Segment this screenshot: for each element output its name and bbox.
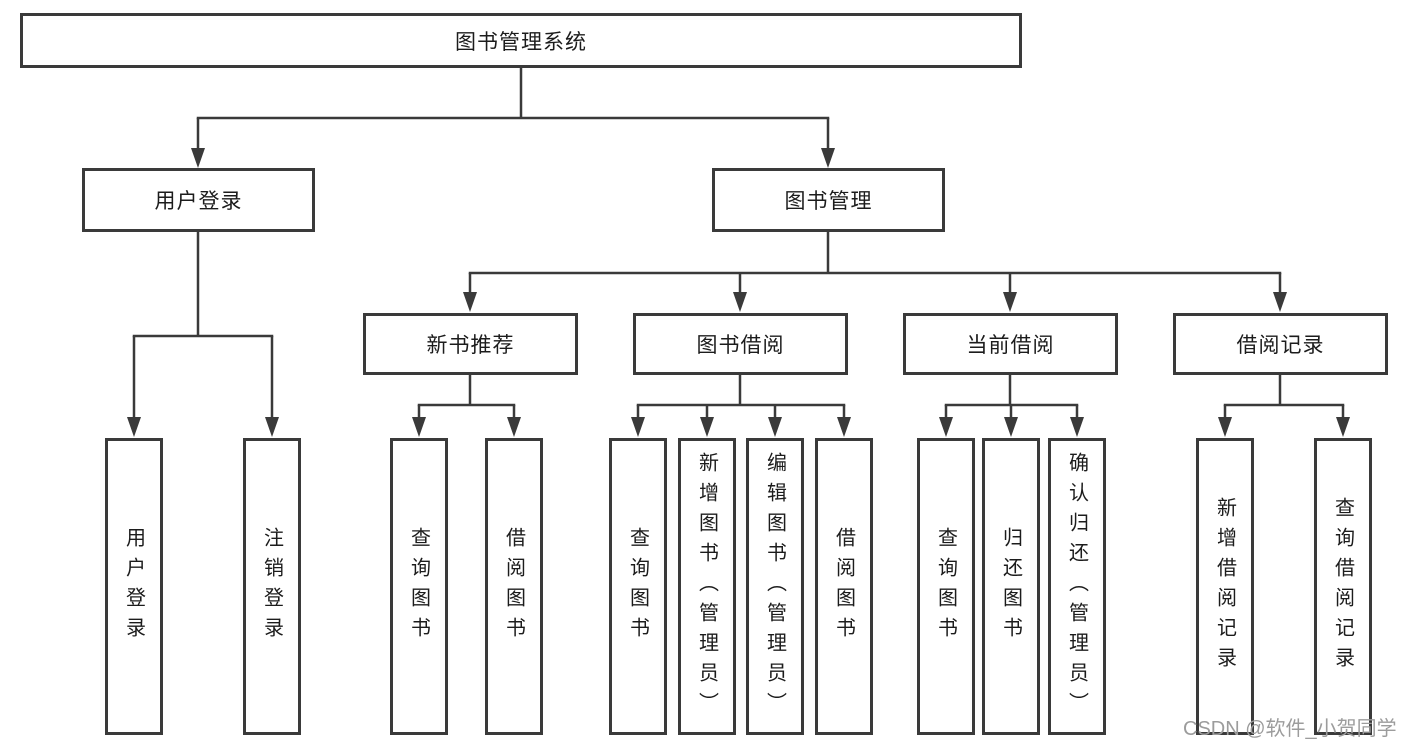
leaf-label: 查询图书	[934, 526, 957, 647]
node-label: 图书管理系统	[455, 30, 587, 54]
watermark: CSDN @软件_小贺同学	[1183, 718, 1397, 740]
leaf-query-books-recommend: 查询图书	[390, 438, 448, 735]
leaf-add-books-admin: 新增图书（管理员）	[678, 438, 736, 735]
node-label: 用户登录	[154, 190, 243, 213]
leaf-query-borrow-record: 查询借阅记录	[1314, 438, 1372, 735]
leaf-label: 查询图书	[626, 526, 649, 647]
node-label: 图书借阅	[696, 334, 785, 357]
leaf-label: 新增图书（管理员）	[695, 451, 718, 722]
leaf-query-books-current: 查询图书	[917, 438, 975, 735]
node-user-login: 用户登录	[82, 168, 315, 232]
leaf-return-books: 归还图书	[982, 438, 1040, 735]
leaf-query-books-borrow: 查询图书	[609, 438, 667, 735]
node-label: 图书管理	[784, 190, 873, 213]
node-library-system: 图书管理系统	[20, 13, 1022, 68]
node-book-borrow: 图书借阅	[633, 313, 848, 375]
leaf-user-login: 用户登录	[105, 438, 163, 735]
leaf-add-borrow-record: 新增借阅记录	[1196, 438, 1254, 735]
leaf-label: 借阅图书	[502, 526, 525, 647]
leaf-borrow-books-recommend: 借阅图书	[485, 438, 543, 735]
node-label: 新书推荐	[426, 334, 515, 357]
leaf-label: 查询图书	[407, 526, 430, 647]
leaf-edit-books-admin: 编辑图书（管理员）	[746, 438, 804, 735]
leaf-label: 借阅图书	[832, 526, 855, 647]
node-borrow-records: 借阅记录	[1173, 313, 1388, 375]
node-book-management: 图书管理	[712, 168, 945, 232]
leaf-label: 查询借阅记录	[1331, 496, 1354, 677]
arrowheads	[127, 148, 1350, 437]
connector-strokes	[132, 68, 1345, 419]
node-current-borrow: 当前借阅	[903, 313, 1118, 375]
leaf-label: 归还图书	[999, 526, 1022, 647]
leaf-borrow-books: 借阅图书	[815, 438, 873, 735]
node-label: 当前借阅	[966, 334, 1055, 357]
leaf-logout: 注销登录	[243, 438, 301, 735]
leaf-label: 确认归还（管理员）	[1065, 451, 1088, 722]
leaf-label: 用户登录	[122, 526, 145, 647]
node-new-book-recommend: 新书推荐	[363, 313, 578, 375]
leaf-label: 编辑图书（管理员）	[763, 451, 786, 722]
leaf-confirm-return-admin: 确认归还（管理员）	[1048, 438, 1106, 735]
leaf-label: 注销登录	[260, 526, 283, 647]
node-label: 借阅记录	[1236, 334, 1325, 357]
leaf-label: 新增借阅记录	[1213, 496, 1236, 677]
